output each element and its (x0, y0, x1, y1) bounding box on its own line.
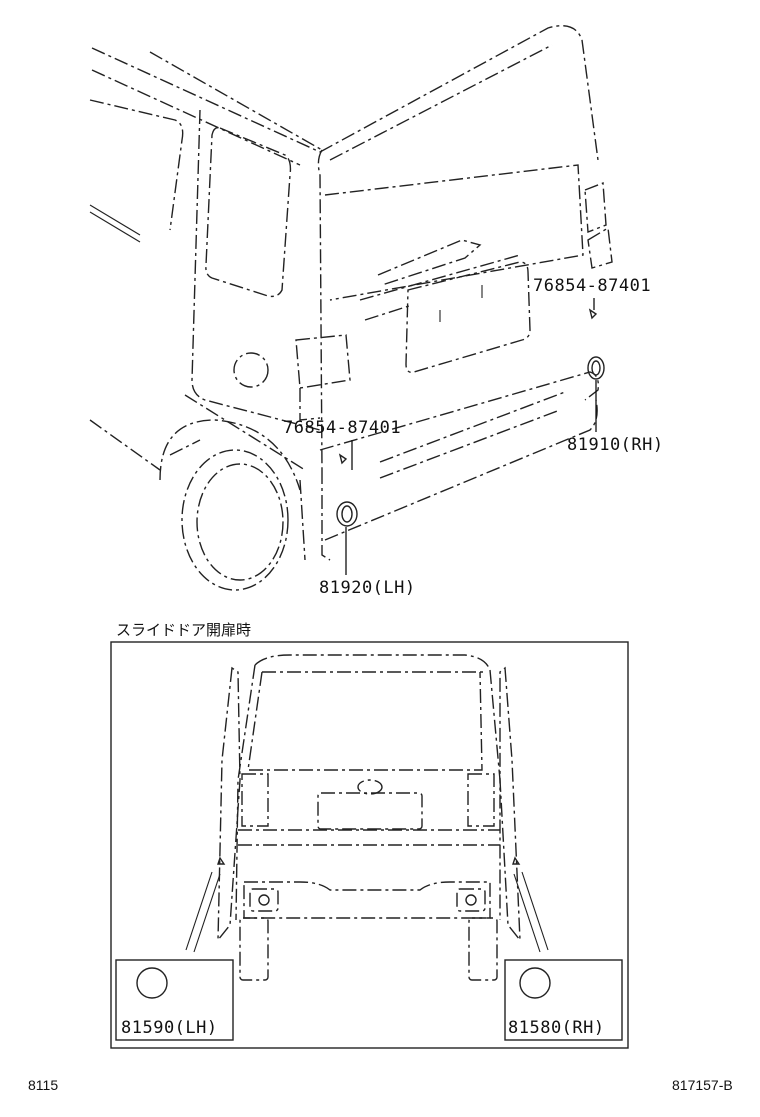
van-rear-view-drawing (89, 25, 613, 591)
illustration-code: 817157-B (672, 1077, 733, 1093)
lower-view-caption: スライドドア開扉時 (116, 621, 251, 639)
lower-view-frame (110, 641, 629, 1049)
clip-lh-shape (338, 453, 348, 465)
van-rear-doors-open-drawing (185, 654, 549, 981)
door-lamp-lh-icon (136, 967, 168, 999)
clip-rh-shape (588, 308, 598, 320)
callout-clip-rh: 76854-87401 (533, 276, 651, 296)
section-code: 8115 (28, 1077, 58, 1093)
door-lamp-rh-icon (519, 967, 551, 999)
callout-box-lh (115, 959, 234, 1041)
callout-reflector-lh: 81920(LH) (319, 578, 416, 598)
reflector-lh-shape (336, 501, 358, 527)
reflector-rh-shape (587, 356, 605, 380)
callout-reflector-rh: 81910(RH) (567, 435, 664, 455)
callout-box-rh (504, 959, 623, 1041)
callout-door-lamp-rh: 81580(RH) (508, 1018, 605, 1038)
callout-door-lamp-lh: 81590(LH) (121, 1018, 218, 1038)
callout-clip-lh: 76854-87401 (283, 418, 401, 438)
